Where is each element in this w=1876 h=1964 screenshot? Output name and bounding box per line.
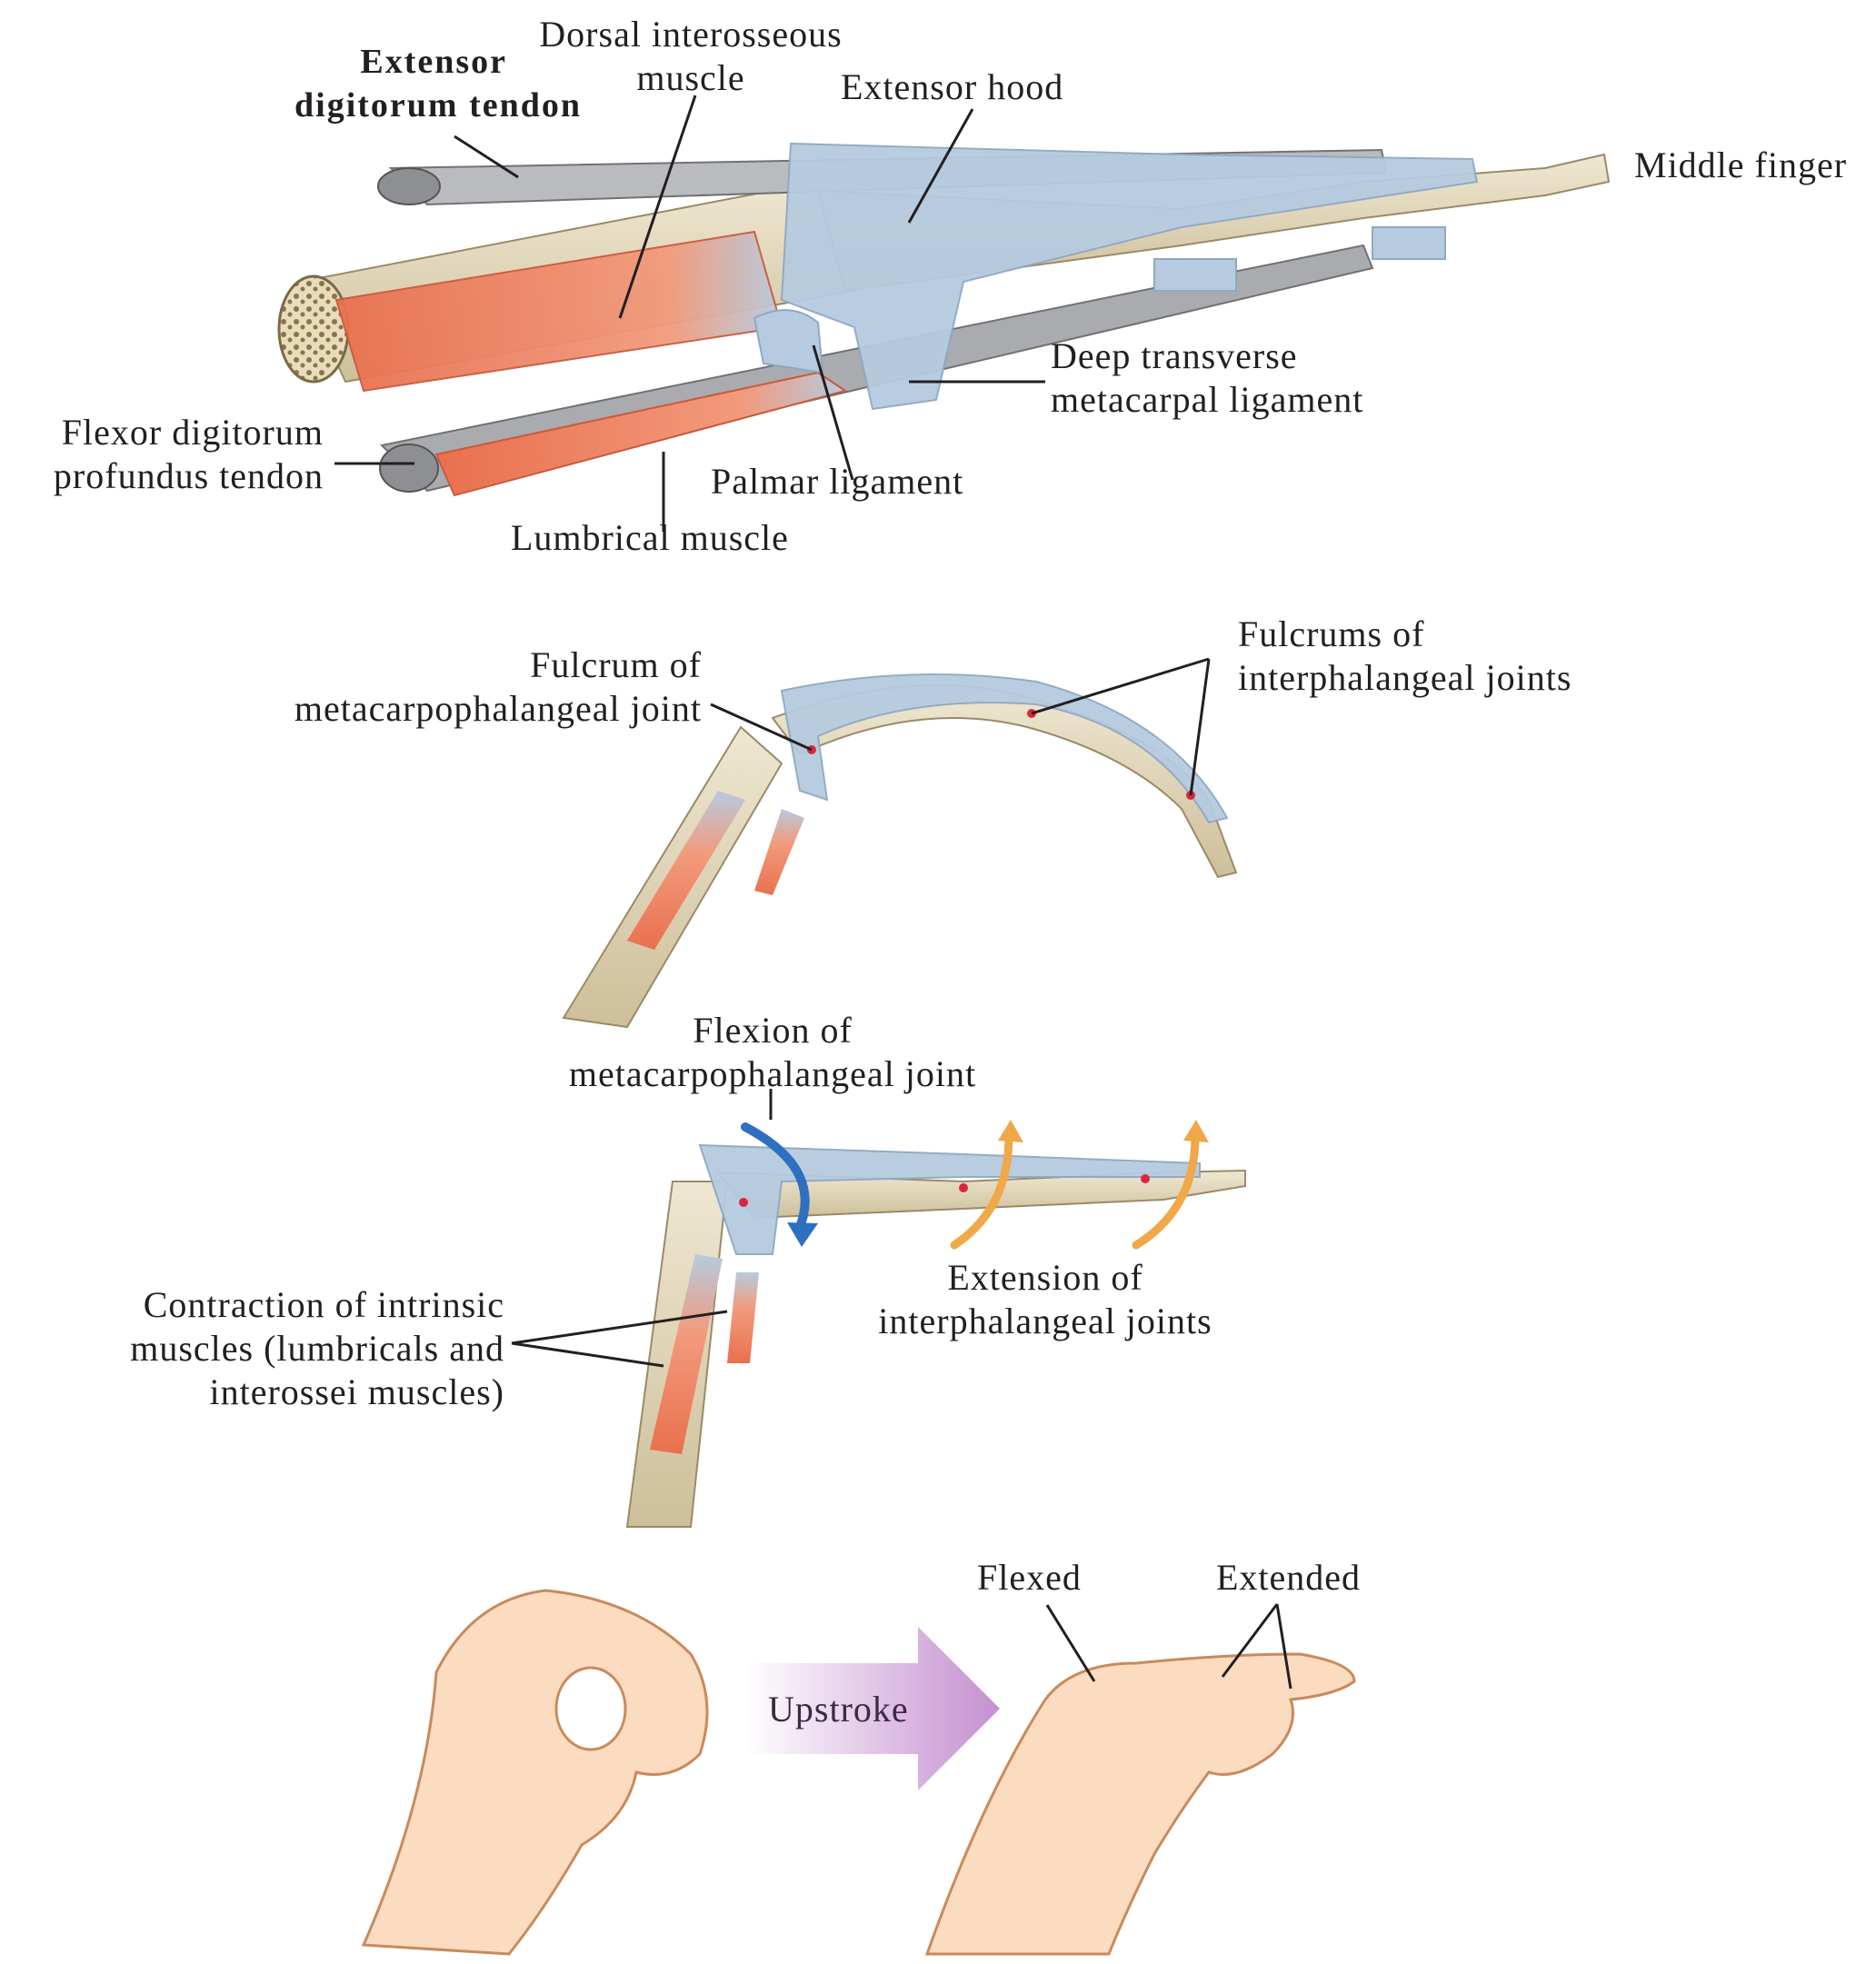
label-extension-line-1: Extension of xyxy=(854,1256,1236,1300)
label-deep-line-1: Deep transverse xyxy=(1051,334,1363,378)
label-flexor-line-1: Flexor digitorum xyxy=(0,411,324,454)
label-flexor-digitorum-profundus-tendon: Flexor digitorum profundus tendon xyxy=(0,411,324,498)
panel-a-finger-anatomy xyxy=(279,144,1609,495)
label-deep-line-2: metacarpal ligament xyxy=(1051,378,1363,422)
label-flexed: Flexed xyxy=(977,1556,1082,1600)
label-upstroke: Upstroke xyxy=(768,1688,909,1731)
label-extensor-hood: Extensor hood xyxy=(841,65,1063,109)
hand-left-ring-gap xyxy=(556,1668,625,1750)
label-dorsal-line-2: muscle xyxy=(518,56,863,100)
extensor-tendon-end xyxy=(378,168,440,204)
label-flexor-line-2: profundus tendon xyxy=(0,454,324,498)
flexor-tendon-end xyxy=(380,444,438,492)
label-flexion-line-1: Flexion of xyxy=(527,1009,1018,1052)
label-lumbrical-muscle: Lumbrical muscle xyxy=(511,516,789,560)
label-dorsal-interosseous-muscle: Dorsal interosseous muscle xyxy=(518,13,863,100)
label-contraction-line-3: interossei muscles) xyxy=(18,1371,504,1414)
hood-b xyxy=(782,674,1227,822)
label-flexion-mcp-joint: Flexion of metacarpophalangeal joint xyxy=(527,1009,1018,1096)
label-fulcrum-mcp-line-2: metacarpophalangeal joint xyxy=(218,687,702,731)
label-middle-finger: Middle finger xyxy=(1634,144,1847,187)
joint-dot-pip-c xyxy=(959,1183,968,1192)
muscle-b-2 xyxy=(754,809,804,895)
metacarpal-cut-surface xyxy=(279,276,348,382)
pulley-band-1 xyxy=(1154,259,1236,291)
label-contraction-intrinsic-muscles: Contraction of intrinsic muscles (lumbri… xyxy=(18,1283,504,1414)
label-fulcrum-mcp-joint: Fulcrum of metacarpophalangeal joint xyxy=(218,643,702,731)
palmar-ligament-shape xyxy=(754,310,823,373)
label-fulcrum-mcp-line-1: Fulcrum of xyxy=(218,643,702,687)
joint-dot-dip-c xyxy=(1141,1174,1150,1183)
label-extended: Extended xyxy=(1216,1556,1361,1600)
label-palmar-ligament: Palmar ligament xyxy=(711,460,963,503)
label-extension-ip-joints: Extension of interphalangeal joints xyxy=(854,1256,1236,1343)
label-flexion-line-2: metacarpophalangeal joint xyxy=(527,1052,1018,1096)
label-contraction-line-2: muscles (lumbricals and xyxy=(18,1327,504,1371)
label-dorsal-line-1: Dorsal interosseous xyxy=(518,13,863,56)
panel-d-hand-drawings xyxy=(364,1590,1354,1954)
pulley-band-2 xyxy=(1372,227,1445,259)
label-deep-transverse-metacarpal-ligament: Deep transverse metacarpal ligament xyxy=(1051,334,1363,422)
label-fulcrums-ip-joints: Fulcrums of interphalangeal joints xyxy=(1238,613,1572,700)
label-extension-line-2: interphalangeal joints xyxy=(854,1300,1236,1343)
label-fulcrums-ip-line-2: interphalangeal joints xyxy=(1238,656,1572,700)
label-fulcrums-ip-line-1: Fulcrums of xyxy=(1238,613,1572,656)
hand-left-drawing xyxy=(364,1590,707,1954)
muscle-c-2 xyxy=(727,1272,759,1363)
hand-right-drawing xyxy=(927,1654,1354,1954)
label-contraction-line-1: Contraction of intrinsic xyxy=(18,1283,504,1327)
joint-dot-mcp-c xyxy=(739,1198,748,1207)
